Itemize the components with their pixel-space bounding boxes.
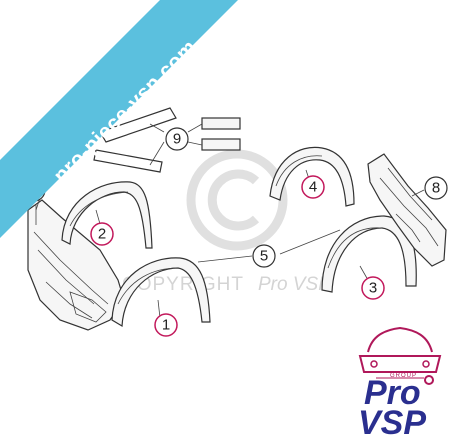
callout-3-label: 3 <box>369 280 377 297</box>
callout-1-ring <box>154 313 178 337</box>
provsp-logo: GROUP Pro VSP <box>358 326 442 440</box>
callout-2: 2 <box>90 222 114 246</box>
watermark-brand-text: Pro VSP <box>258 274 331 295</box>
part-9-seals <box>93 107 241 173</box>
callout-3: 3 <box>361 276 385 300</box>
callout-8-label: 8 <box>432 180 440 197</box>
callout-4-ring <box>301 175 325 199</box>
car-logo-icon <box>358 326 442 373</box>
callout-2-ring <box>90 222 114 246</box>
callout-9-ring <box>165 127 189 151</box>
callout-2-label: 2 <box>98 226 106 243</box>
callout-5-ring <box>252 244 276 268</box>
callout-8-ring <box>424 176 448 200</box>
callout-9: 9 <box>165 127 189 151</box>
watermark-copyright-text: COPYRIGHT <box>122 274 244 295</box>
callout-4: 4 <box>301 175 325 199</box>
part-3-rear-flare <box>321 215 417 293</box>
callout-9-label: 9 <box>173 131 181 148</box>
logo-line2: VSP <box>358 404 426 440</box>
logo-accent-dot <box>424 375 434 385</box>
banner-ribbon <box>0 0 238 238</box>
callout-5-label: 5 <box>260 248 268 265</box>
logo-line1: Pro <box>364 374 421 412</box>
callout-4-label: 4 <box>309 179 317 196</box>
logo-group-text: GROUP <box>390 373 417 379</box>
callout-1: 1 <box>154 313 178 337</box>
callout-5: 5 <box>252 244 276 268</box>
part-2-front-arch <box>61 181 153 249</box>
callout-1-label: 1 <box>162 317 170 334</box>
part-8-rear-panel <box>367 153 447 267</box>
part-4-rear-arch <box>269 146 355 207</box>
copyright-watermark: COPYRIGHT Pro VSP <box>122 149 331 295</box>
part-1-front-flare <box>111 257 211 328</box>
callout-8: 8 <box>424 176 448 200</box>
callout-3-ring <box>361 276 385 300</box>
